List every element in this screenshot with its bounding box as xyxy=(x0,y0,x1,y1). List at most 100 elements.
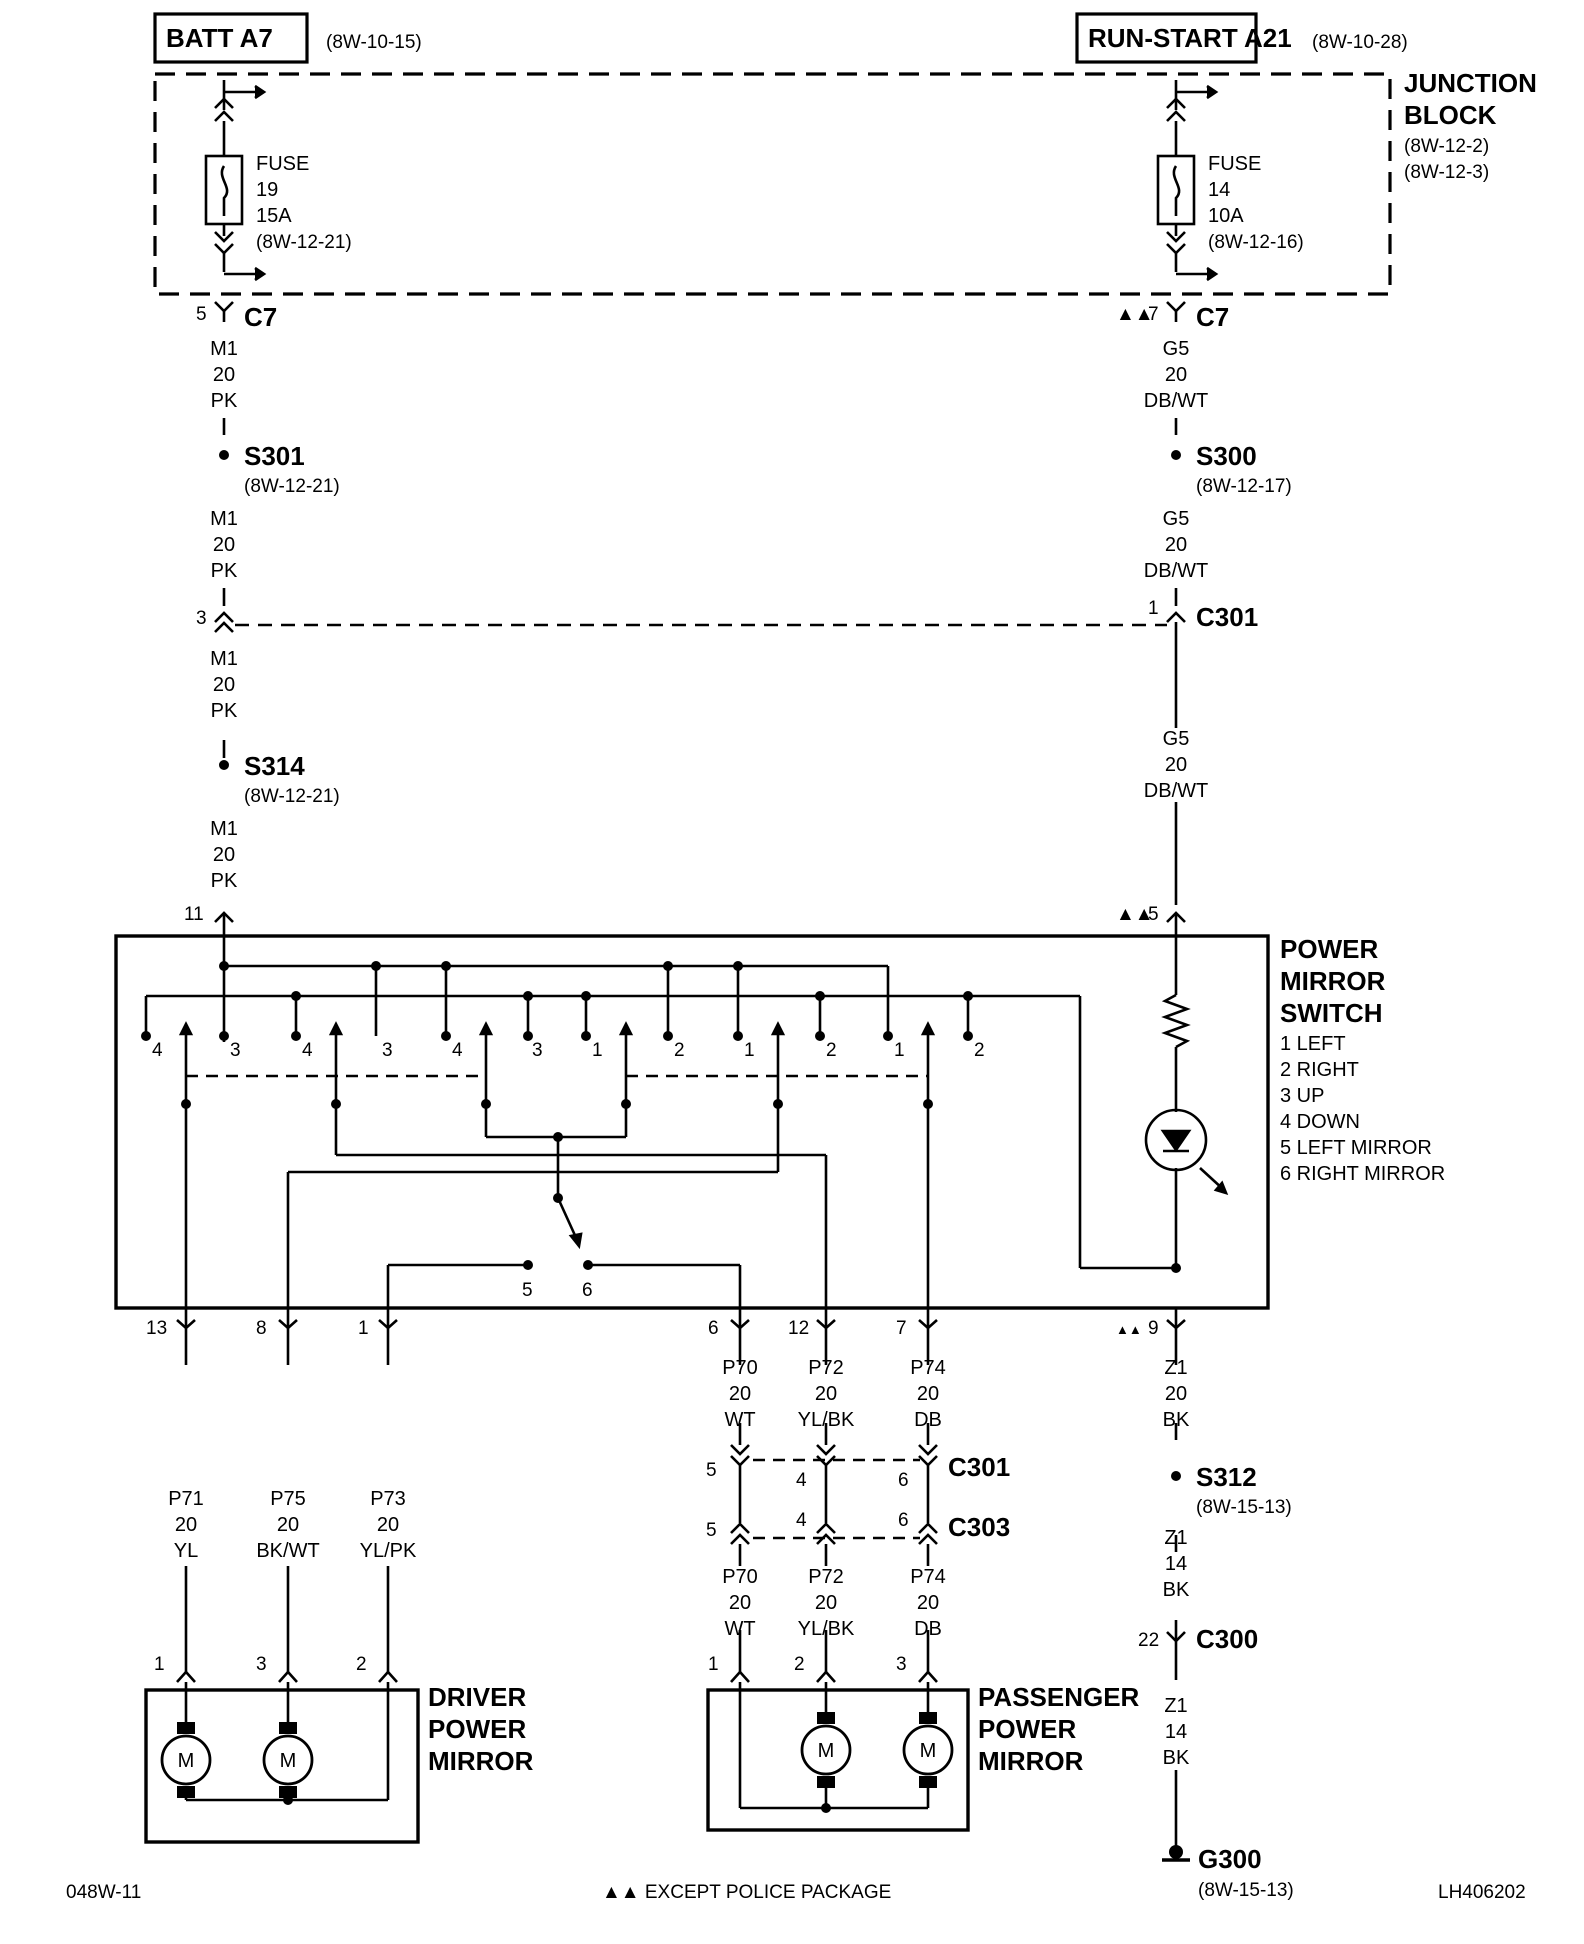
switch-legend-item: 1 LEFT xyxy=(1280,1033,1346,1055)
selector-label: 6 xyxy=(582,1280,593,1301)
contact-label: 4 xyxy=(302,1040,313,1061)
connector-pin: 4 xyxy=(796,1470,807,1491)
passenger-mirror-title: MIRROR xyxy=(978,1746,1084,1776)
wire-circuit: M1 xyxy=(210,818,238,840)
wire-gauge: 20 xyxy=(815,1592,837,1614)
connector-pin: 3 xyxy=(196,608,207,629)
passenger-mirror-title: PASSENGER xyxy=(978,1682,1140,1712)
wire-circuit: M1 xyxy=(210,648,238,670)
fuse-number: 19 xyxy=(256,179,278,201)
passenger-mirror-box xyxy=(706,1688,970,1832)
wire-circuit: Z1 xyxy=(1164,1527,1187,1549)
fuse-ref: (8W-12-21) xyxy=(256,232,352,253)
splice-ref: (8W-12-21) xyxy=(244,786,340,807)
wire-gauge: 20 xyxy=(213,674,235,696)
fuse-ref: (8W-12-16) xyxy=(1208,232,1304,253)
connector-pin: 7 xyxy=(1148,304,1159,325)
wire-gauge: 20 xyxy=(917,1383,939,1405)
wire-gauge: 14 xyxy=(1165,1553,1187,1575)
wire-circuit: P72 xyxy=(808,1357,844,1379)
except-police-marker: ▲▲ xyxy=(1116,304,1154,325)
switch-legend-item: 5 LEFT MIRROR xyxy=(1280,1137,1432,1159)
motor-label: M xyxy=(280,1750,297,1772)
wire-circuit: G5 xyxy=(1163,728,1190,750)
contact-label: 4 xyxy=(152,1040,163,1061)
splice-dot-s312 xyxy=(1171,1471,1181,1481)
wire-circuit: Z1 xyxy=(1164,1357,1187,1379)
connector-pin: 5 xyxy=(706,1460,717,1481)
mirror-pin: 1 xyxy=(708,1654,719,1675)
driver-mirror-title: MIRROR xyxy=(428,1746,534,1776)
switch-pin: 13 xyxy=(146,1318,167,1339)
wire-circuit: P74 xyxy=(910,1357,946,1379)
wire-gauge: 20 xyxy=(917,1592,939,1614)
wire-color: YL/PK xyxy=(360,1540,417,1562)
wire-color: DB xyxy=(914,1618,942,1640)
motor-label: M xyxy=(920,1740,937,1762)
connector-c303: C303 xyxy=(948,1512,1010,1542)
wire-color: PK xyxy=(211,390,238,412)
passenger-mirror-title: POWER xyxy=(978,1714,1076,1744)
switch-legend-item: 3 UP xyxy=(1280,1085,1324,1107)
wire-color: YL/BK xyxy=(798,1409,855,1431)
wire-color: PK xyxy=(211,560,238,582)
switch-title: POWER xyxy=(1280,934,1378,964)
wire-gauge: 20 xyxy=(1165,754,1187,776)
wire-color: PK xyxy=(211,700,238,722)
driver-mirror-title: POWER xyxy=(428,1714,526,1744)
wire-circuit: M1 xyxy=(210,338,238,360)
connector-c7-right: C7 xyxy=(1196,302,1229,332)
mirror-pin: 1 xyxy=(154,1654,165,1675)
wire-color: DB xyxy=(914,1409,942,1431)
contact-label: 2 xyxy=(826,1040,837,1061)
junction-block-ref: (8W-12-2) xyxy=(1404,136,1489,157)
connector-pin: 4 xyxy=(796,1510,807,1531)
mirror-pin: 3 xyxy=(256,1654,267,1675)
wire-gauge: 20 xyxy=(729,1592,751,1614)
connector-pin: 5 xyxy=(706,1520,717,1541)
contact-label: 4 xyxy=(452,1040,463,1061)
wire-color: WT xyxy=(724,1618,755,1640)
wire-circuit: P75 xyxy=(270,1488,306,1510)
wire-gauge: 14 xyxy=(1165,1721,1187,1743)
ground-symbol xyxy=(1169,1845,1183,1859)
motor-label: M xyxy=(178,1750,195,1772)
wire-circuit: P73 xyxy=(370,1488,406,1510)
fuse-rating: 15A xyxy=(256,205,292,227)
batt-ref: (8W-10-15) xyxy=(326,32,422,53)
batt-box xyxy=(153,12,309,64)
wire-color: PK xyxy=(211,870,238,892)
except-police-marker: ▲▲ xyxy=(1116,904,1154,925)
driver-mirror-title: DRIVER xyxy=(428,1682,526,1712)
wire-circuit: P72 xyxy=(808,1566,844,1588)
wire-circuit: G5 xyxy=(1163,508,1190,530)
power-mirror-switch-box xyxy=(114,934,1270,1310)
connector-pin: 22 xyxy=(1138,1630,1159,1651)
wire-gauge: 20 xyxy=(213,364,235,386)
splice-s301: S301 xyxy=(244,441,305,471)
connector-c301: C301 xyxy=(1196,602,1258,632)
wire-circuit: P70 xyxy=(722,1566,758,1588)
connector-pin: 6 xyxy=(898,1470,909,1491)
switch-pin: 5 xyxy=(1148,904,1159,925)
fuse-rating: 10A xyxy=(1208,205,1244,227)
fuse-number: 14 xyxy=(1208,179,1230,201)
footnote: ▲▲ EXCEPT POLICE PACKAGE xyxy=(602,1882,891,1903)
connector-pin: 6 xyxy=(898,1510,909,1531)
switch-title: SWITCH xyxy=(1280,998,1383,1028)
connector-c300: C300 xyxy=(1196,1624,1258,1654)
wire-gauge: 20 xyxy=(1165,534,1187,556)
junction-block-title: BLOCK xyxy=(1404,100,1497,130)
wire-circuit: P71 xyxy=(168,1488,204,1510)
ground-ref: (8W-15-13) xyxy=(1198,1880,1294,1901)
switch-pin: 1 xyxy=(358,1318,369,1339)
wire-gauge: 20 xyxy=(175,1514,197,1536)
splice-s314: S314 xyxy=(244,751,305,781)
connector-pin: 5 xyxy=(196,304,207,325)
batt-label: BATT A7 xyxy=(166,23,273,53)
splice-ref: (8W-15-13) xyxy=(1196,1497,1292,1518)
run-start-box xyxy=(1075,12,1258,64)
wire-color: YL xyxy=(174,1540,198,1562)
splice-dot-s314 xyxy=(219,760,229,770)
